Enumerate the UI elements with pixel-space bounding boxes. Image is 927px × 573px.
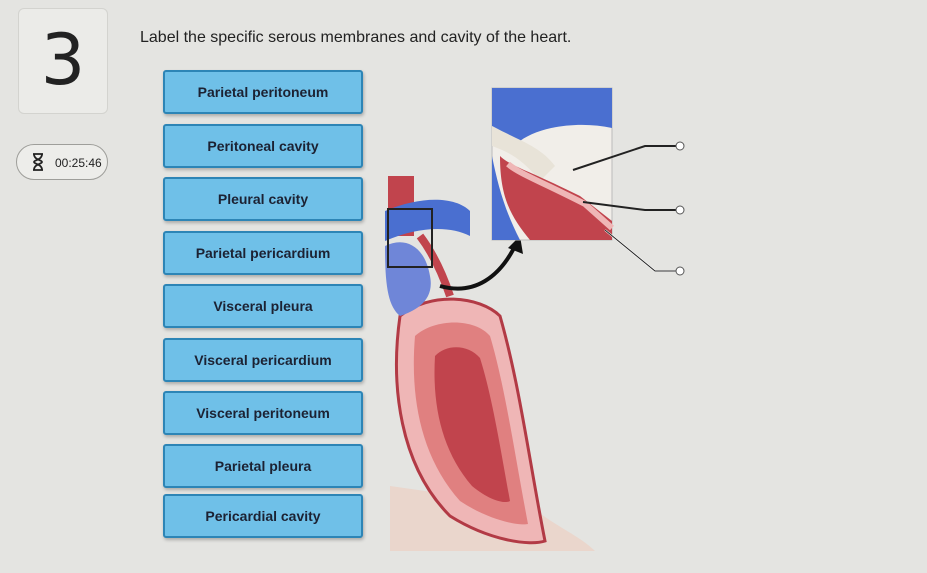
label-parietal-pleura[interactable]: Parietal pleura — [163, 444, 363, 488]
label-peritoneal-cavity[interactable]: Peritoneal cavity — [163, 124, 363, 168]
question-number-box: 3 — [18, 8, 108, 114]
timer: 00:25:46 — [16, 144, 108, 180]
label-parietal-peritoneum[interactable]: Parietal peritoneum — [163, 70, 363, 114]
label-parietal-pericardium[interactable]: Parietal pericardium — [163, 231, 363, 275]
callout-line-1 — [572, 145, 677, 171]
pulmonary-artery — [416, 233, 454, 298]
question-number: 3 — [40, 19, 86, 101]
hourglass-icon — [33, 153, 43, 171]
timer-value: 00:25:46 — [55, 156, 102, 170]
magnify-box — [387, 208, 433, 268]
callout-line-3 — [604, 229, 677, 272]
inset-fat — [492, 126, 555, 181]
pulmonary-vessel — [385, 199, 470, 241]
question-instruction: Label the specific serous membranes and … — [140, 29, 572, 46]
atrium — [385, 242, 431, 316]
callout-line-2 — [582, 201, 677, 211]
label-visceral-pleura[interactable]: Visceral pleura — [163, 284, 363, 328]
label-pericardial-cavity[interactable]: Pericardial cavity — [163, 494, 363, 538]
callout-target-2[interactable] — [675, 205, 685, 215]
label-pleural-cavity[interactable]: Pleural cavity — [163, 177, 363, 221]
arrow — [439, 245, 517, 291]
callout-lines — [572, 141, 685, 276]
heart-ventricle — [434, 347, 510, 503]
label-visceral-pericardium[interactable]: Visceral pericardium — [163, 338, 363, 382]
callout-target-3[interactable] — [675, 266, 685, 276]
heart-diagram — [385, 87, 614, 551]
inset-vessel — [492, 88, 612, 141]
label-visceral-peritoneum[interactable]: Visceral peritoneum — [163, 391, 363, 435]
inset-chamber — [492, 156, 520, 240]
callout-target-1[interactable] — [675, 141, 685, 151]
inset-pericardium-layer — [506, 161, 614, 231]
